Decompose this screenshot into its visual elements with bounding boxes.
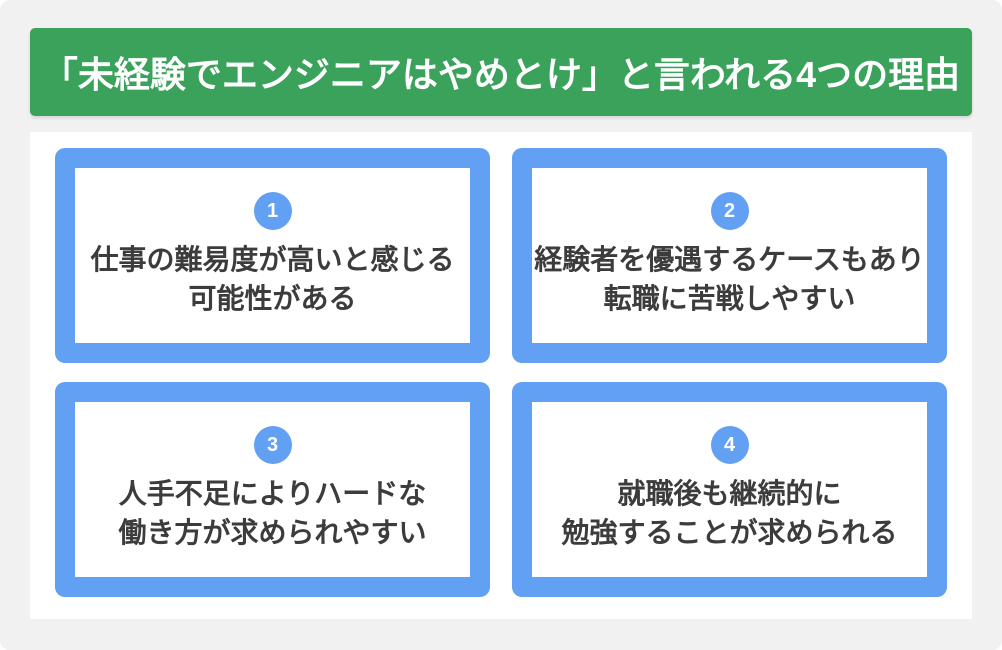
page-title: 「未経験でエンジニアはやめとけ」と言われる4つの理由 (41, 54, 961, 95)
reason-card-2: 2 経験者を優遇するケースもあり 転職に苦戦しやすい (512, 148, 947, 363)
reason-text-2-line2: 転職に苦戦しやすい (603, 283, 856, 314)
reason-text-3-line2: 働き方が求められやすい (118, 517, 427, 548)
reason-number-badge-1: 1 (253, 192, 292, 230)
reason-text-4-line1: 就職後も継続的に (617, 478, 842, 509)
reason-number-badge-2: 2 (710, 192, 749, 230)
reason-card-3: 3 人手不足によりハードな 働き方が求められやすい (55, 382, 490, 597)
reason-card-4: 4 就職後も継続的に 勉強することが求められる (512, 382, 947, 597)
reason-text-1: 仕事の難易度が高いと感じる 可能性がある (90, 240, 454, 318)
reason-text-1-line2: 可能性がある (188, 283, 357, 314)
title-banner: 「未経験でエンジニアはやめとけ」と言われる4つの理由 (30, 28, 972, 116)
reason-number-badge-3: 3 (253, 426, 292, 464)
reason-text-2-line1: 経験者を優遇するケースもあり (534, 244, 925, 275)
reason-text-3-line1: 人手不足によりハードな (118, 478, 427, 509)
reason-card-1: 1 仕事の難易度が高いと感じる 可能性がある (55, 148, 490, 363)
reason-text-2: 経験者を優遇するケースもあり 転職に苦戦しやすい (534, 240, 925, 318)
reason-text-1-line1: 仕事の難易度が高いと感じる (90, 244, 455, 275)
reason-text-4: 就職後も継続的に 勉強することが求められる (561, 474, 897, 552)
reason-number-badge-4: 4 (710, 426, 749, 464)
reasons-panel: 1 仕事の難易度が高いと感じる 可能性がある 2 経験者を優遇するケースもあり … (30, 132, 972, 619)
reason-text-3: 人手不足によりハードな 働き方が求められやすい (118, 474, 426, 552)
reason-text-4-line2: 勉強することが求められる (561, 517, 898, 548)
